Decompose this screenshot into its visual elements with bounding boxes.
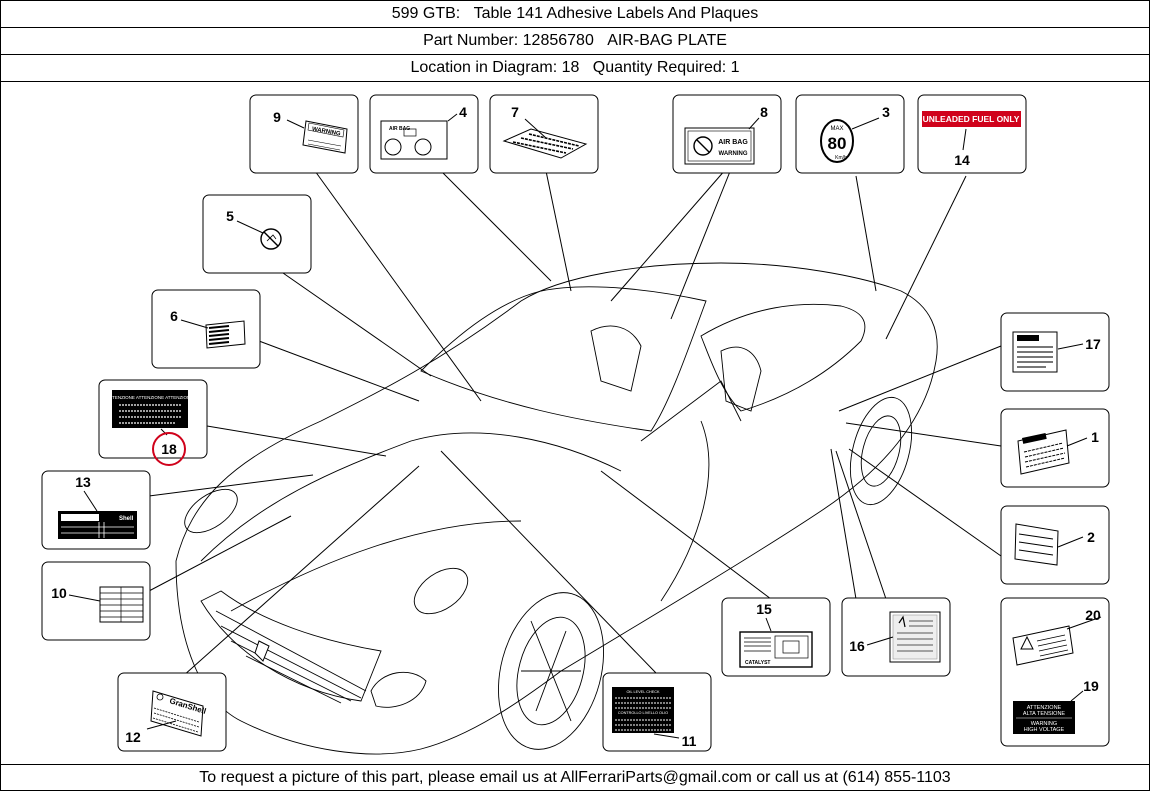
label-3-unit: Km/h [835,155,847,161]
label-18-text: ATTENZIONE ATTENZIONE ATTENZIONE [107,395,194,400]
model-name: 599 GTB: [391,5,461,22]
title-row: 599 GTB: Table 141 Adhesive Labels And P… [1,1,1149,28]
callout-19[interactable]: 19 [1083,678,1099,694]
label-14-unleaded: UNLEADED FUEL ONLY 14 [922,111,1021,168]
label-15-text: CATALYST [745,660,770,666]
location-row: Location in Diagram: 18 Quantity Require… [1,55,1149,82]
label-8-airbag-warning: AIR BAG WARNING 8 [684,104,768,165]
label-7-plate: 7 [502,104,588,159]
callout-10[interactable]: 10 [51,585,67,601]
label-5-no-seat: 5 [226,208,282,250]
callout-8[interactable]: 8 [760,104,768,120]
location-in-diagram: Location in Diagram: 18 [410,59,580,76]
parts-diagram: WARNING 9 AIR BAG 4 7 AI [41,94,1110,755]
callout-5[interactable]: 5 [226,208,234,224]
footer-contact: To request a picture of this part, pleas… [1,764,1149,791]
callout-3[interactable]: 3 [882,104,890,120]
label-8-airbag: AIR BAG [718,139,748,146]
label-19-high-voltage: ATTENZIONE ALTA TENSIONE WARNING HIGH VO… [1013,678,1099,734]
part-number: Part Number: 12856780 [423,32,594,49]
callout-17[interactable]: 17 [1085,336,1101,352]
part-number-row: Part Number: 12856780 AIR-BAG PLATE [1,28,1149,55]
label-13-text: Shell [119,516,134,522]
footer-text: To request a picture of this part, pleas… [199,769,951,786]
label-3-speed: MAX 80 Km/h 3 [820,104,890,163]
label-19-warning: WARNING [1031,721,1057,727]
callout-6[interactable]: 6 [170,308,178,324]
logo-marks [254,640,270,662]
label-4-text: AIR BAG [389,126,410,132]
callout-13[interactable]: 13 [75,474,91,490]
callout-16[interactable]: 16 [849,638,865,654]
label-12-granshell: GranShell 12 [125,690,207,745]
table-title: Table 141 Adhesive Labels And Plaques [473,5,759,22]
callout-7[interactable]: 7 [511,104,519,120]
label-20-warning-triangle: 20 [1012,607,1102,666]
label-17-ferrari: 17 [1012,331,1101,373]
label-10-table: 10 [51,585,144,623]
callout-4[interactable]: 4 [459,104,467,120]
callout-boxes [41,94,1110,752]
label-8-warning: WARNING [719,151,748,157]
label-19-alta-tensione: ALTA TENSIONE [1023,711,1066,717]
car-outline [175,262,938,755]
label-3-max: MAX [830,126,843,132]
callout-1[interactable]: 1 [1091,429,1099,445]
selected-highlight-circle [152,432,186,466]
callout-2[interactable]: 2 [1087,529,1095,545]
callout-20[interactable]: 20 [1085,607,1101,623]
label-15-catalyst: CATALYST 15 [739,601,813,668]
label-11-oil-level: OIL LEVEL CHECK CONTROLLO LIVELLO OLIO 1… [612,687,697,749]
callout-11[interactable]: 11 [682,733,697,749]
label-3-speed-value: 80 [828,134,847,153]
callout-15[interactable]: 15 [756,601,772,617]
label-16-ferrari-plate: 16 [849,611,941,663]
label-19-high-voltage-text: HIGH VOLTAGE [1024,727,1065,733]
label-18-airbag-plate: ATTENZIONE ATTENZIONE ATTENZIONE 18 [107,390,194,466]
callout-14[interactable]: 14 [954,152,970,168]
callout-12[interactable]: 12 [125,729,141,745]
callout-9[interactable]: 9 [273,109,281,125]
leader-lines [148,168,1002,677]
callout-18[interactable]: 18 [161,441,177,457]
label-11-controllo: CONTROLLO LIVELLO OLIO [618,711,668,715]
label-19-attenzione: ATTENZIONE [1027,705,1062,711]
label-1-ferrari: 1 [1017,429,1099,475]
quantity-required: Quantity Required: 1 [592,59,740,76]
label-13-shell: Shell 13 [58,474,137,539]
label-9-warning: WARNING 9 [273,109,348,154]
label-6-stripes: 6 [170,308,246,349]
part-name: AIR-BAG PLATE [607,32,727,49]
label-14-text: UNLEADED FUEL ONLY [923,114,1020,124]
label-4-airbag: AIR BAG 4 [380,104,467,160]
label-11-oil-level: OIL LEVEL CHECK [626,690,660,694]
label-2-plate: 2 [1014,523,1095,566]
label-9-text: WARNING [311,127,341,138]
